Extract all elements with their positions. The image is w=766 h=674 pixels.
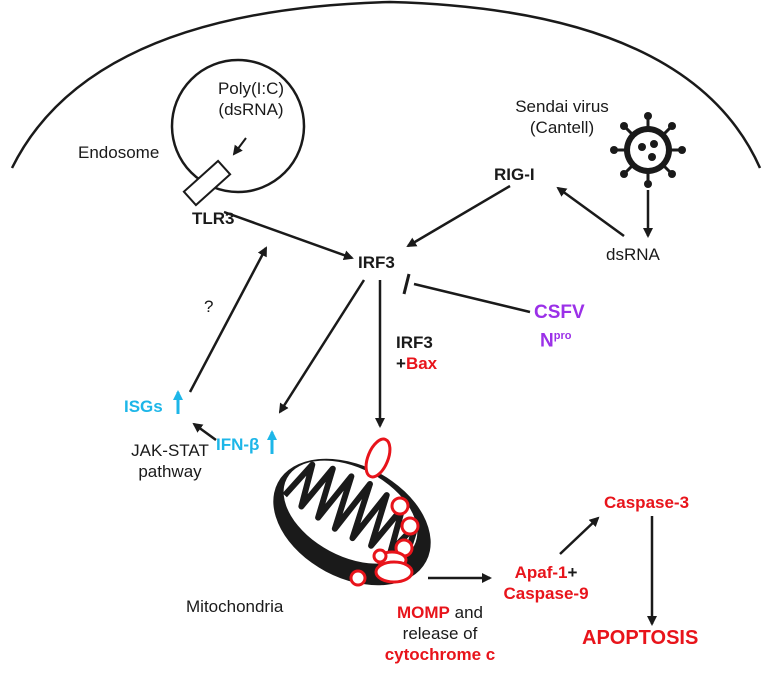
npro-base: N bbox=[540, 330, 554, 352]
apaf1-text: Apaf-1 bbox=[514, 563, 568, 582]
irf3-bax-plus: + bbox=[396, 354, 406, 373]
caspase9-text: Caspase-9 bbox=[503, 584, 589, 603]
ifnb-label: IFN-β bbox=[216, 435, 260, 454]
polyic-label: Poly(I:C) (dsRNA) bbox=[206, 78, 296, 120]
momp-line1: MOMP and bbox=[380, 602, 500, 623]
arrow-polyic-to-tlr3 bbox=[232, 137, 247, 156]
sendai-label: Sendai virus (Cantell) bbox=[512, 96, 612, 138]
polyic-line2: (dsRNA) bbox=[218, 100, 284, 119]
jakstat-label: JAK-STAT pathway bbox=[120, 440, 220, 482]
apaf-line1: Apaf-1+ bbox=[496, 562, 596, 583]
sendai-line2: (Cantell) bbox=[529, 118, 595, 137]
momp-label: MOMP and release of cytochrome c bbox=[380, 602, 500, 665]
irf3-bax-line1: IRF3 bbox=[396, 333, 433, 352]
irf3-bax-line2: +Bax bbox=[396, 353, 437, 374]
momp-and: and bbox=[449, 603, 483, 622]
endosome-label: Endosome bbox=[78, 143, 160, 162]
npro-sup: pro bbox=[553, 330, 572, 342]
mitochondria-label: Mitochondria bbox=[186, 597, 284, 616]
arrow-isgs-to-tlr3 bbox=[188, 246, 268, 393]
irf3-label: IRF3 bbox=[358, 253, 395, 272]
momp-text: MOMP bbox=[397, 603, 450, 622]
apaf-label: Apaf-1+ Caspase-9 bbox=[496, 562, 596, 604]
arrow-dsrna-to-rigi bbox=[556, 186, 625, 238]
arrow-apaf-to-casp3 bbox=[559, 516, 600, 555]
csfv-label: CSFV bbox=[534, 302, 585, 323]
arrow-ifnb-to-isgs bbox=[192, 422, 217, 442]
question-label: ? bbox=[204, 297, 214, 316]
jakstat-line2: pathway bbox=[138, 462, 202, 481]
release-of: release of bbox=[402, 624, 478, 643]
inhibit-npro-to-irf3 bbox=[413, 282, 531, 314]
caspase3-label: Caspase-3 bbox=[604, 493, 690, 512]
apoptosis-label: APOPTOSIS bbox=[582, 627, 699, 649]
arrow-rigi-to-irf3 bbox=[406, 184, 511, 248]
endosome-circle bbox=[170, 58, 306, 194]
cytochrome-c: cytochrome c bbox=[384, 645, 496, 664]
virus-icon bbox=[610, 112, 686, 188]
isgs-label: ISGs bbox=[124, 397, 163, 416]
apaf-plus: + bbox=[567, 563, 578, 582]
tlr3-receptor bbox=[182, 159, 232, 207]
irf3-bax-label: IRF3 +Bax bbox=[396, 332, 437, 374]
arrow-tlr3-to-irf3 bbox=[223, 210, 354, 260]
inhibit-bar bbox=[402, 273, 411, 295]
dsrna-label: dsRNA bbox=[606, 245, 660, 264]
sendai-line1: Sendai virus bbox=[515, 97, 609, 116]
tlr3-label: TLR3 bbox=[192, 209, 235, 228]
jakstat-line1: JAK-STAT bbox=[131, 441, 209, 460]
arrow-irf3-to-ifnb bbox=[278, 279, 366, 414]
mitochondrion-icon bbox=[273, 437, 431, 587]
cell-membrane bbox=[10, 0, 762, 169]
bax-label: Bax bbox=[405, 354, 438, 373]
rigi-label: RIG-I bbox=[494, 165, 535, 184]
polyic-line1: Poly(I:C) bbox=[217, 79, 285, 98]
npro-label: Npro bbox=[540, 326, 571, 351]
